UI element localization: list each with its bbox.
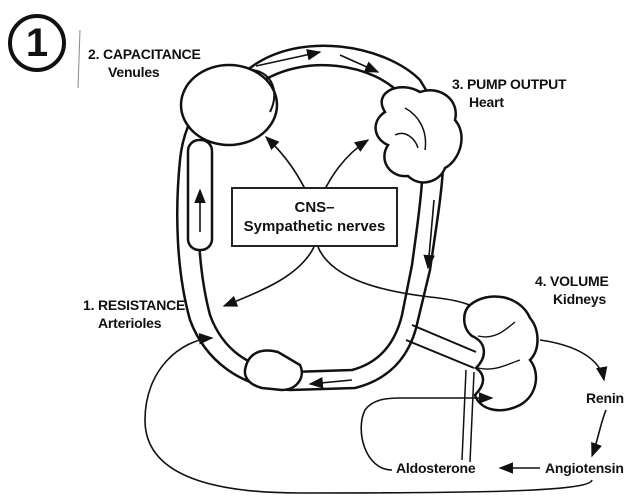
cns-sublabel: Sympathetic nerves — [233, 217, 396, 236]
cns-arrow-to-arterioles — [224, 247, 314, 306]
kidney-to-renin-arrow — [540, 340, 604, 380]
renal-vessel-2 — [406, 340, 474, 368]
capacitance-sublabel: Venules — [108, 64, 160, 81]
figure-number-badge: 1 — [8, 14, 66, 72]
pump-output-label: 3. PUMP OUTPUT — [452, 76, 566, 93]
arteriole-segment — [245, 351, 302, 390]
ureter-line-2 — [470, 372, 474, 462]
volume-sublabel: Kidneys — [553, 291, 606, 308]
heart-shape — [376, 87, 462, 182]
angiotensin-label: Angiotensin — [545, 460, 624, 477]
venule-reservoir — [181, 65, 277, 145]
corner-tick — [78, 30, 80, 88]
flow-arrow-bottom — [310, 380, 352, 384]
volume-label: 4. VOLUME — [535, 273, 609, 290]
ureter-line-1 — [462, 370, 466, 460]
kidney-shape — [464, 296, 537, 410]
pump-output-sublabel: Heart — [469, 94, 504, 111]
resistance-sublabel: Arterioles — [98, 315, 161, 332]
aldosterone-label: Aldosterone — [396, 460, 475, 477]
cns-label: CNS– — [233, 198, 396, 217]
resistance-label: 1. RESISTANCE — [83, 297, 185, 314]
capacitance-label: 2. CAPACITANCE — [88, 46, 201, 63]
cns-sympathetic-box: CNS– Sympathetic nerves — [231, 187, 398, 247]
renin-to-angiotensin-arrow — [592, 410, 606, 456]
renin-label: Renin — [586, 390, 624, 407]
